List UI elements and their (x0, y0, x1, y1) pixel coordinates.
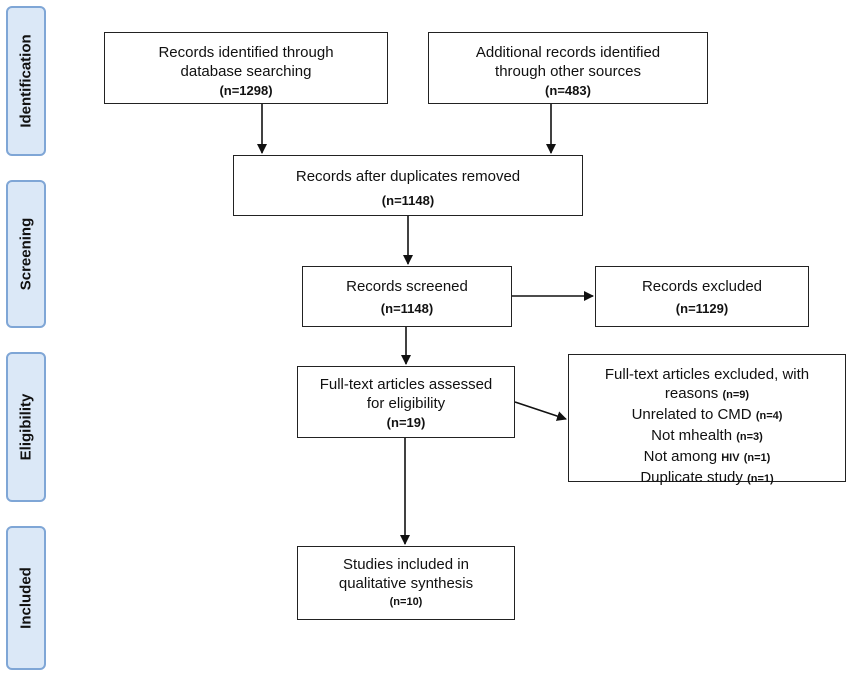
stage-eligibility: Eligibility (6, 352, 46, 502)
reason-label: Unrelated to CMD (631, 406, 752, 423)
reason-extra: HIV (721, 452, 740, 464)
box-fulltext-assessed: Full-text articles assessed for eligibil… (297, 366, 515, 438)
after-duplicates-line1: Records after duplicates removed (295, 168, 521, 185)
box-records-screened: Records screened (n=1148) (302, 266, 512, 327)
reason-row: Not mhealth (n=3) (569, 426, 845, 447)
fulltext-excluded-total-count: (n=9) (722, 389, 750, 401)
box-records-excluded: Records excluded (n=1129) (595, 266, 809, 327)
screened-line1: Records screened (346, 278, 468, 295)
other-sources-line2: through other sources (495, 63, 641, 80)
reason-label: Not mhealth (651, 427, 733, 444)
fulltext-count: (n=19) (386, 415, 426, 430)
db-search-count: (n=1298) (219, 83, 273, 98)
reason-count: (n=3) (736, 431, 763, 443)
included-line1: Studies included in (343, 556, 469, 573)
box-fulltext-excluded: Full-text articles excluded, with reason… (568, 354, 846, 486)
reason-label: Duplicate study (640, 469, 743, 486)
included-count: (n=10) (389, 596, 423, 608)
arrow-fulltext-to-excluded (514, 401, 567, 421)
reason-row: Not among HIV (n=1) (569, 447, 845, 468)
db-search-line1: Records identified through (158, 44, 334, 61)
stage-screening: Screening (6, 180, 46, 328)
fulltext-line2: for eligibility (366, 395, 446, 412)
db-search-line2: database searching (180, 63, 312, 80)
reason-count: (n=1) (747, 473, 774, 485)
reason-count: (n=4) (755, 410, 783, 422)
reason-label: Not among (643, 448, 718, 465)
other-sources-line1: Additional records identified (475, 44, 661, 61)
excluded-count: (n=1129) (675, 301, 729, 316)
fulltext-excluded-line1: Full-text articles excluded, with (604, 366, 810, 383)
after-duplicates-count: (n=1148) (381, 193, 435, 208)
included-line2: qualitative synthesis (338, 575, 474, 592)
other-sources-count: (n=483) (545, 83, 591, 98)
box-after-duplicates: Records after duplicates removed (n=1148… (233, 155, 583, 216)
reason-count: (n=1) (743, 452, 771, 464)
box-studies-included: Studies included in qualitative synthesi… (297, 546, 515, 620)
fulltext-excluded-line2-row: reasons (n=9) (569, 384, 845, 405)
box-database-search: Records identified through database sear… (104, 32, 388, 104)
screened-count: (n=1148) (380, 301, 434, 316)
fulltext-excluded-line2: reasons (664, 385, 719, 402)
excluded-line1: Records excluded (641, 278, 763, 295)
stage-identification: Identification (6, 6, 46, 156)
stage-included: Included (6, 526, 46, 670)
reason-row: Duplicate study (n=1) (569, 468, 845, 489)
box-other-sources: Additional records identified through ot… (428, 32, 708, 104)
fulltext-line1: Full-text articles assessed (319, 376, 493, 393)
reason-row: Unrelated to CMD (n=4) (569, 405, 845, 426)
